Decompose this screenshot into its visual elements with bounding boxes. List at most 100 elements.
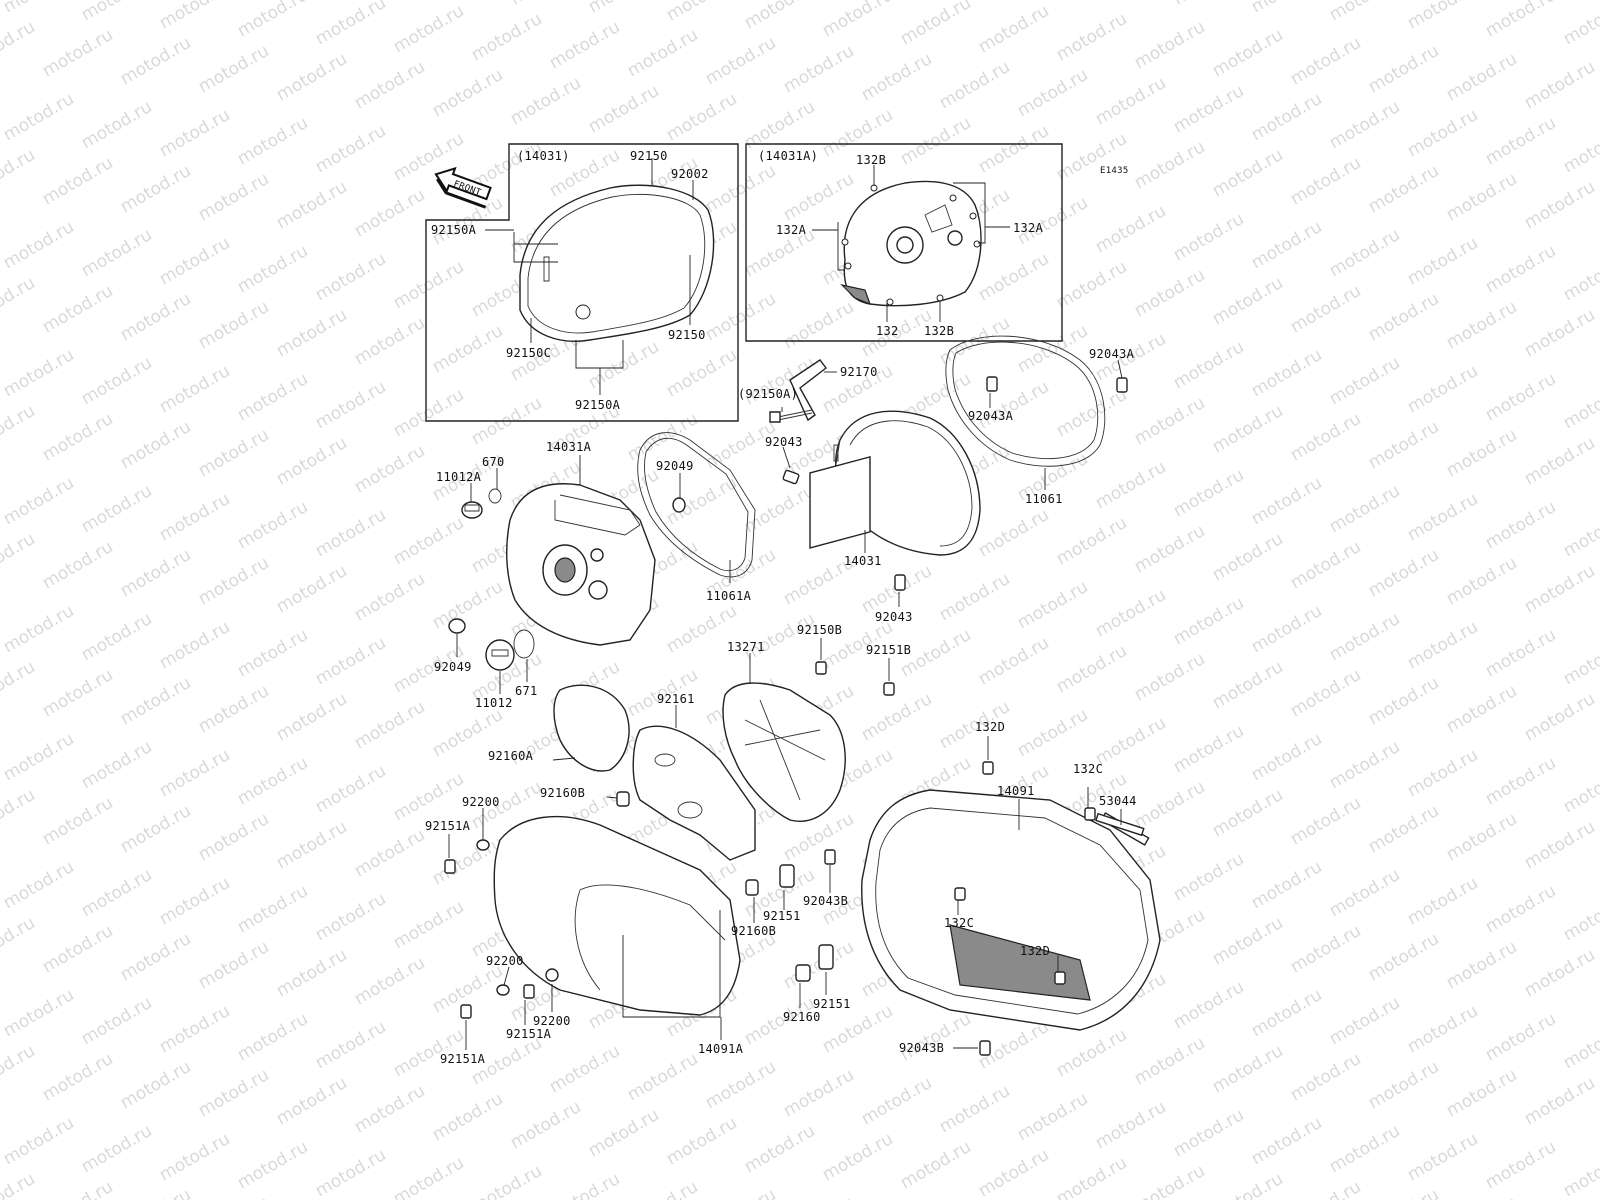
label-14031A: 14031A [546,440,592,454]
clutch-cover-14031A [507,484,655,645]
label-92150A-bottom: 92150A [575,398,621,412]
insulator-92160A [554,685,629,771]
bolt-92151A-top [445,860,455,873]
label-132A-left: 132A [776,223,807,237]
label-92151-mid: 92151 [763,909,801,923]
label-132C-mid: 132C [944,916,974,930]
label-92043B-mid: 92043B [803,894,848,908]
inset-frame-left [426,144,738,421]
label-92151A-top: 92151A [425,819,471,833]
label-92160B-top: 92160B [540,786,585,800]
breather-cover-13271 [723,457,870,821]
bolt-132D-top [983,762,993,774]
label-92160B-mid: 92160B [731,924,776,938]
plug-11012A [462,502,482,518]
label-132B-top: 132B [856,153,886,167]
gasket-11061 [946,336,1105,466]
label-14031: 14031 [844,554,882,568]
label-92200-bottom: 92200 [533,1014,571,1028]
gasket-11061A [638,433,755,577]
washer-92200-mid [497,985,509,995]
front-arrow-icon: FRONT [431,163,494,207]
inset-cover-14031A [842,181,981,305]
inset-left-title: (14031) [517,149,570,163]
label-671: 671 [515,684,538,698]
label-11061A: 11061A [706,589,752,603]
bolt-92151A-lower [524,985,534,998]
label-92043B-bottom: 92043B [899,1041,944,1055]
dowel-92043A-mid [987,377,997,391]
label-92049-left: 92049 [434,660,472,674]
collar-92151-bottom [819,945,833,969]
label-92049-gasket: 92049 [656,459,694,473]
label-92170: 92170 [840,365,878,379]
bolt-92150B [816,662,826,674]
bolt-132D-bottom [1055,972,1065,984]
o-ring-671 [514,630,534,658]
label-92043-top: 92043 [765,435,803,449]
label-92150-top: 92150 [630,149,668,163]
label-92151-bottom: 92151 [813,997,851,1011]
label-92200-mid: 92200 [486,954,524,968]
dowel-92043B-bottom [980,1041,990,1055]
oil-pipe-92170 [790,360,826,420]
bolt-92151B [884,683,894,695]
diagram-id: E1435 [1100,166,1129,176]
label-92150A-left: 92150A [431,223,477,237]
label-92150A-paren: (92150A) [738,387,798,401]
label-92160: 92160 [783,1010,821,1024]
label-670: 670 [482,455,505,469]
label-132A-right: 132A [1013,221,1044,235]
bolt-132C-top [1085,808,1095,820]
label-132B-bottom: 132B [924,324,954,338]
plug-11012 [486,640,514,670]
label-132D-top: 132D [975,720,1005,734]
leader-lines [449,158,1122,1050]
damper-92160B-top [617,792,629,806]
label-132: 132 [876,324,899,338]
inset-frame-right [746,144,1062,341]
label-92043-bottom: 92043 [875,610,913,624]
label-92151A-lower: 92151A [506,1027,552,1041]
label-92200-top: 92200 [462,795,500,809]
clutch-cover-14031 [830,411,980,555]
label-132C-top: 132C [1073,762,1103,776]
label-14091: 14091 [997,784,1035,798]
label-92150-right: 92150 [668,328,706,342]
dowel-92043-bottom [895,575,905,590]
label-11012: 11012 [475,696,513,710]
bolt-132C-mid [955,888,965,900]
seal-92049-left [449,619,465,633]
label-92161: 92161 [657,692,695,706]
label-11012A: 11012A [436,470,482,484]
insulator-plate-92161 [633,726,755,860]
inset-right-title: (14031A) [758,149,818,163]
label-92043A-right: 92043A [1089,347,1135,361]
outer-cover-14091A [494,817,740,1015]
label-92002: 92002 [671,167,709,181]
label-92043A-mid: 92043A [968,409,1014,423]
dowel-92043-top [783,470,800,484]
label-92150C: 92150C [506,346,551,360]
label-13271: 13271 [727,640,765,654]
label-92151B: 92151B [866,643,911,657]
inset-cover-gasket-14031 [520,185,714,341]
label-92150B: 92150B [797,623,842,637]
dowel-92043B-mid [825,850,835,864]
washer-92200-top [477,840,489,850]
bolt-92151A-bottom [461,1005,471,1018]
label-11061: 11061 [1025,492,1063,506]
label-92151A-bottom: 92151A [440,1052,486,1066]
dowel-92043A-right [1117,378,1127,392]
damper-92160 [796,965,810,981]
label-14091A: 14091A [698,1042,744,1056]
label-132D-bottom: 132D [1020,944,1050,958]
damper-92160B-mid [746,880,758,895]
washer-92200-bottom [546,969,558,981]
label-53044: 53044 [1099,794,1137,808]
label-92160A: 92160A [488,749,534,763]
bolt-92150A-paren [770,410,812,422]
part-labels: 92150 92002 92150A 92150 92150C 92150A 1… [425,149,1137,1066]
collar-92151-mid [780,865,794,887]
